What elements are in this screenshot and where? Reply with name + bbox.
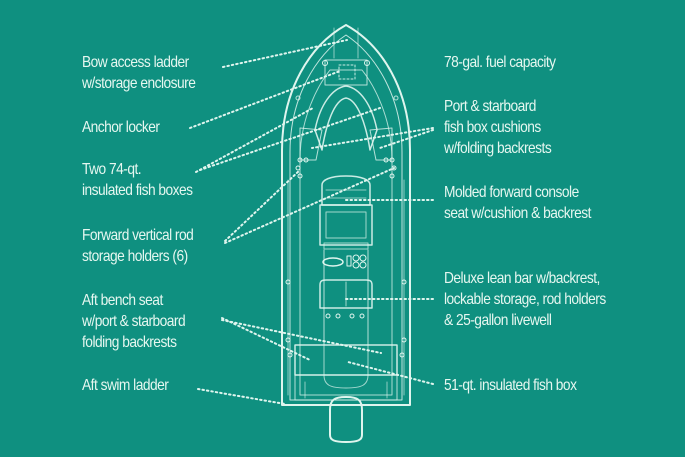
leader-aft-bench-port [221,317,311,361]
label-fish-boxes-74qt: Two 74-qt. insulated fish boxes [82,159,193,201]
label-bow-access-ladder: Bow access ladder w/storage enclosure [82,52,196,94]
label-line: Two 74-qt. [82,161,142,178]
leader-fish-box-port [195,107,314,173]
label-line: folding backrests [82,334,177,351]
leader-rod-holders-1 [224,169,301,242]
label-console-seat: Molded forward console seat w/cushion & … [444,182,591,224]
label-line: fish box cushions [444,119,541,136]
label-fuel-capacity: 78-gal. fuel capacity [444,52,556,73]
steering-wheel [322,257,344,267]
label-line: Bow access ladder [82,54,189,71]
label-line: Aft swim ladder [82,377,169,394]
label-aft-bench-seat: Aft bench seat w/port & starboard foldin… [82,290,186,353]
label-line: w/storage enclosure [82,75,196,92]
outboard-engine [329,396,363,443]
aft-fish-box [294,374,398,401]
label-line: Anchor locker [82,119,160,136]
label-line: Molded forward console [444,184,579,201]
label-line: w/folding backrests [444,140,552,157]
label-line: Aft bench seat [82,292,163,309]
label-line: Deluxe lean bar w/backrest, [444,270,600,287]
label-line: seat w/cushion & backrest [444,205,591,222]
label-line: & 25-gallon livewell [444,312,552,329]
hull-outline [281,24,411,406]
label-line: storage holders (6) [82,248,188,265]
bow-ladder-hatch [338,64,356,80]
console-seat [321,175,371,206]
label-fish-box-cushions: Port & starboard fish box cushions w/fol… [444,96,552,159]
leader-fish-box-cushions-1 [311,127,434,149]
port-fish-box [299,127,323,161]
label-line: 51-qt. insulated fish box [444,377,577,394]
label-line: insulated fish boxes [82,182,193,199]
bow-seat-arch [314,85,378,151]
leader-aft-swim-ladder [197,388,286,405]
anchor-locker-outline [324,59,368,86]
starboard-fish-box [369,127,393,161]
label-fish-box-51qt: 51-qt. insulated fish box [444,375,577,396]
label-anchor-locker: Anchor locker [82,117,160,138]
label-line: Forward vertical rod [82,227,194,244]
leader-aft-fish-box [347,361,434,385]
label-aft-swim-ladder: Aft swim ladder [82,375,169,396]
label-lean-bar: Deluxe lean bar w/backrest, lockable sto… [444,268,606,331]
label-forward-rod-holders: Forward vertical rod storage holders (6) [82,225,194,267]
leader-rod-holders-2 [224,167,395,244]
lean-bar [319,279,373,309]
label-line: 78-gal. fuel capacity [444,54,556,71]
leader-fish-box-cushions-2 [379,129,434,149]
leader-aft-bench-stbd [221,319,382,354]
label-line: lockable storage, rod holders [444,291,606,308]
gunwale-line [289,34,403,401]
leader-fish-box-stbd [199,107,381,171]
leader-bow-ladder [222,39,348,68]
leader-anchor-locker [189,70,341,129]
leader-lines [189,39,434,405]
label-line: w/port & starboard [82,313,186,330]
center-console [319,204,373,246]
label-line: Port & starboard [444,98,536,115]
